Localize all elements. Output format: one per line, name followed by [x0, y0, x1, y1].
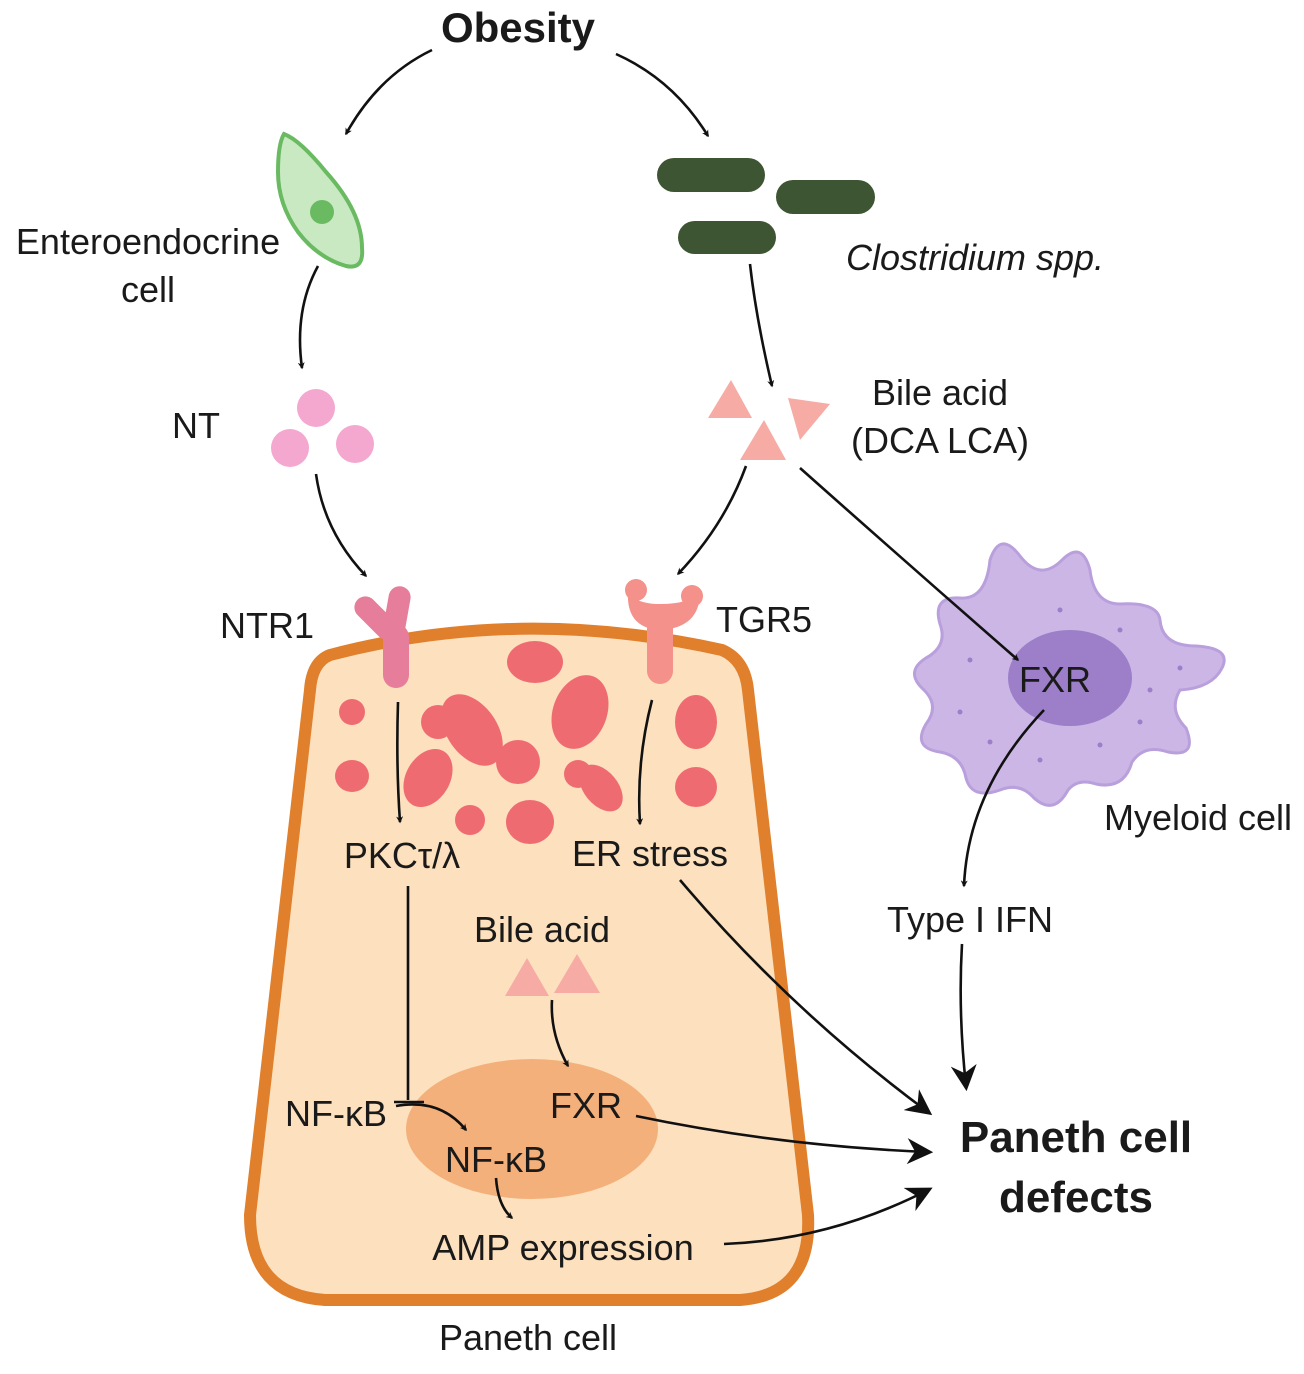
label-myeloid-cell: Myeloid cell	[1104, 797, 1292, 838]
arrow-enteroendocrine-to-nt	[297, 265, 320, 370]
granule	[551, 675, 609, 749]
bile-acid-triangle	[740, 420, 786, 460]
label-fxr-myeloid: FXR	[1019, 659, 1091, 700]
myeloid-nucleus	[1008, 630, 1132, 726]
arrow-fxr-to-defects	[635, 1114, 934, 1165]
arrow-nfkb-to-amp	[494, 1177, 514, 1219]
arrow-amp-to-defects	[723, 1187, 933, 1246]
arrow-bile-acid-to-tgr5	[677, 465, 748, 576]
label-fxr-nucleus: FXR	[550, 1085, 622, 1126]
paneth-nucleus	[406, 1059, 658, 1199]
bile-acid-triangle	[505, 958, 549, 996]
bile-acid-triangle	[554, 954, 600, 993]
bacterium	[678, 221, 776, 254]
pathway-arrows	[297, 48, 1045, 1246]
label-bile-acid-top-line2: (DCA LCA)	[851, 420, 1029, 461]
granule	[496, 740, 540, 784]
arrow-obesity-to-clostridium	[615, 52, 710, 138]
arrow-nfkb-translocation	[395, 1103, 468, 1132]
granule	[339, 699, 365, 725]
arrow-ifn-to-defects	[950, 943, 977, 1092]
label-type-i-ifn: Type I IFN	[887, 899, 1053, 940]
bacterium	[657, 158, 765, 192]
bile-acid-triangle	[708, 380, 752, 418]
label-nfkb-nucleus: NF-κB	[445, 1139, 547, 1180]
granule	[506, 800, 554, 844]
arrow-clostridium-to-bile-acid	[748, 263, 775, 388]
label-er-stress: ER stress	[572, 833, 728, 874]
label-enteroendocrine-line1: Enteroendocrine	[16, 221, 280, 262]
title-obesity: Obesity	[441, 4, 596, 51]
granule	[675, 767, 717, 807]
arrow-bile-acid-to-myeloid-fxr	[799, 467, 1020, 661]
label-clostridium: Clostridium spp.	[846, 237, 1104, 278]
myeloid-cytoplasm-dots	[957, 607, 1183, 763]
bacterium	[776, 180, 875, 214]
granule	[335, 760, 369, 792]
label-ntr1: NTR1	[220, 605, 314, 646]
label-amp-expression: AMP expression	[432, 1227, 693, 1268]
label-enteroendocrine-line2: cell	[121, 269, 175, 310]
arrow-bile-acid-to-fxr-nucleus	[550, 999, 570, 1068]
arrow-tgr5-to-er-stress	[636, 699, 654, 826]
label-outcome-line2: defects	[999, 1173, 1153, 1222]
arrow-obesity-to-enteroendocrine	[344, 48, 433, 136]
label-pkc: PKCτ/λ	[344, 835, 460, 876]
granule	[441, 694, 503, 766]
label-paneth-cell: Paneth cell	[439, 1317, 617, 1358]
arrow-nt-to-ntr1	[314, 473, 367, 578]
label-nfkb-outer: NF-κB	[285, 1093, 387, 1134]
granule	[507, 641, 563, 683]
arrow-myeloid-to-ifn	[960, 709, 1045, 888]
granule	[403, 748, 453, 808]
nt-particle	[336, 425, 374, 463]
bile-acid-triangle	[788, 398, 830, 440]
bile-acid-molecules-inner	[505, 954, 600, 996]
arrow-er-stress-to-defects	[679, 879, 933, 1116]
granule	[455, 805, 485, 835]
label-bile-acid-top-line1: Bile acid	[872, 372, 1008, 413]
secretory-granules	[335, 641, 717, 844]
arrow-ntr1-to-pkc	[396, 701, 404, 824]
clostridium-bacteria	[657, 158, 875, 254]
nt-particles	[271, 389, 374, 467]
ntr1-receptor	[354, 586, 411, 688]
label-tgr5: TGR5	[716, 599, 812, 640]
granule	[675, 695, 717, 749]
tgr5-receptor	[625, 579, 703, 684]
nt-particle	[297, 389, 335, 427]
enteroendocrine-nucleus	[310, 200, 334, 224]
label-nt: NT	[172, 405, 220, 446]
bile-acid-molecules-top	[708, 380, 830, 460]
granule	[579, 764, 623, 812]
label-bile-acid-inner: Bile acid	[474, 909, 610, 950]
label-outcome-line1: Paneth cell	[960, 1113, 1192, 1162]
nt-particle	[271, 429, 309, 467]
